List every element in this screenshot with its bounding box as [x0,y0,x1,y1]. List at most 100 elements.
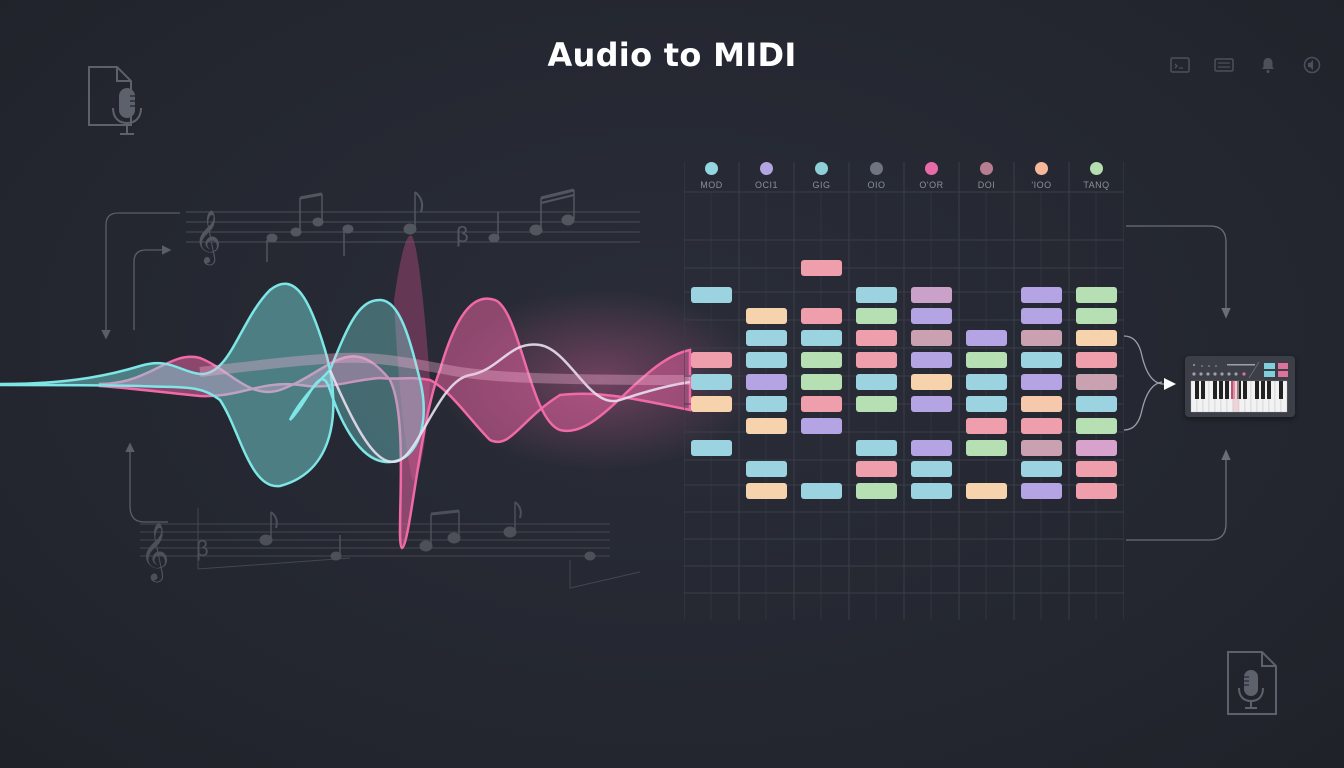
midi-note[interactable] [911,461,952,477]
midi-note[interactable] [1021,330,1062,346]
midi-note[interactable] [1021,418,1062,434]
midi-note[interactable] [856,396,897,412]
color-dot [980,162,993,175]
color-dot [925,162,938,175]
midi-note[interactable] [966,483,1007,499]
column-header[interactable]: TANQ [1069,162,1124,190]
pad-4 [1278,371,1288,377]
midi-note[interactable] [1076,461,1117,477]
midi-note[interactable] [691,440,732,456]
toolbar-icons [1170,56,1322,74]
midi-note[interactable] [746,374,787,390]
midi-note[interactable] [801,483,842,499]
midi-note[interactable] [911,396,952,412]
midi-note[interactable] [1021,483,1062,499]
midi-note[interactable] [746,483,787,499]
midi-note[interactable] [856,287,897,303]
midi-note[interactable] [1076,396,1117,412]
midi-note[interactable] [911,483,952,499]
midi-note[interactable] [966,330,1007,346]
pad-1 [1264,363,1275,369]
column-header[interactable]: OIO [849,162,904,190]
midi-note[interactable] [911,374,952,390]
midi-note[interactable] [1076,440,1117,456]
midi-note[interactable] [1021,461,1062,477]
midi-note[interactable] [1076,352,1117,368]
midi-note[interactable] [966,418,1007,434]
midi-note[interactable] [1021,308,1062,324]
midi-note[interactable] [746,330,787,346]
svg-text:β: β [196,536,209,561]
bell-icon[interactable] [1258,56,1278,74]
midi-note[interactable] [966,440,1007,456]
midi-note[interactable] [911,440,952,456]
column-header[interactable]: GIG [794,162,849,190]
midi-note[interactable] [856,461,897,477]
midi-note[interactable] [1076,418,1117,434]
midi-note[interactable] [1021,440,1062,456]
midi-note[interactable] [1076,330,1117,346]
midi-note[interactable] [1021,396,1062,412]
midi-note[interactable] [856,483,897,499]
piano-roll-grid: MOD OCI1 GIG OIO O'OR DOI 'IOO TANQ [684,162,1124,620]
midi-note[interactable] [856,440,897,456]
midi-note[interactable] [801,308,842,324]
midi-note[interactable] [1076,308,1117,324]
midi-note[interactable] [966,352,1007,368]
flow-arrows-left [101,212,180,523]
midi-note[interactable] [801,418,842,434]
midi-note[interactable] [966,396,1007,412]
column-label: OIO [867,180,886,190]
column-header[interactable]: MOD [684,162,739,190]
keyboard-icon[interactable] [1214,56,1234,74]
pad-2 [1278,363,1288,369]
column-header[interactable]: 'IOO [1014,162,1069,190]
terminal-icon[interactable] [1170,56,1190,74]
midi-note[interactable] [801,260,842,276]
midi-note[interactable] [966,374,1007,390]
midi-note[interactable] [746,396,787,412]
music-notes-top: 𝄞 β [194,188,575,265]
column-header[interactable]: OCI1 [739,162,794,190]
midi-note[interactable] [746,308,787,324]
midi-note[interactable] [856,330,897,346]
midi-note[interactable] [1076,287,1117,303]
svg-text:β: β [456,222,469,247]
midi-note[interactable] [1076,483,1117,499]
pink-waveform [98,297,692,550]
midi-note[interactable] [1021,352,1062,368]
midi-note[interactable] [856,374,897,390]
midi-note[interactable] [856,308,897,324]
midi-note[interactable] [746,352,787,368]
midi-note[interactable] [1076,374,1117,390]
cyan-waveform-a [0,282,335,488]
midi-note[interactable] [911,330,952,346]
column-label: OCI1 [754,180,778,190]
column-header[interactable]: DOI [959,162,1014,190]
midi-note[interactable] [746,461,787,477]
midi-note[interactable] [691,374,732,390]
column-header[interactable]: O'OR [904,162,959,190]
column-label: MOD [700,180,723,190]
midi-keyboard[interactable] [1185,356,1295,417]
midi-note[interactable] [801,374,842,390]
midi-note[interactable] [1021,287,1062,303]
music-notes-bottom: 𝄞 β [140,501,596,583]
color-dot [1035,162,1048,175]
midi-note[interactable] [801,396,842,412]
midi-note[interactable] [801,352,842,368]
midi-note[interactable] [746,418,787,434]
midi-note[interactable] [1021,374,1062,390]
column-label: TANQ [1083,180,1110,190]
midi-note[interactable] [801,330,842,346]
midi-note[interactable] [856,352,897,368]
volume-icon[interactable] [1302,56,1322,74]
svg-text:𝄞: 𝄞 [194,209,221,265]
midi-note[interactable] [691,287,732,303]
midi-note[interactable] [691,352,732,368]
midi-note[interactable] [911,287,952,303]
midi-note[interactable] [911,352,952,368]
midi-note[interactable] [911,308,952,324]
midi-note[interactable] [691,396,732,412]
